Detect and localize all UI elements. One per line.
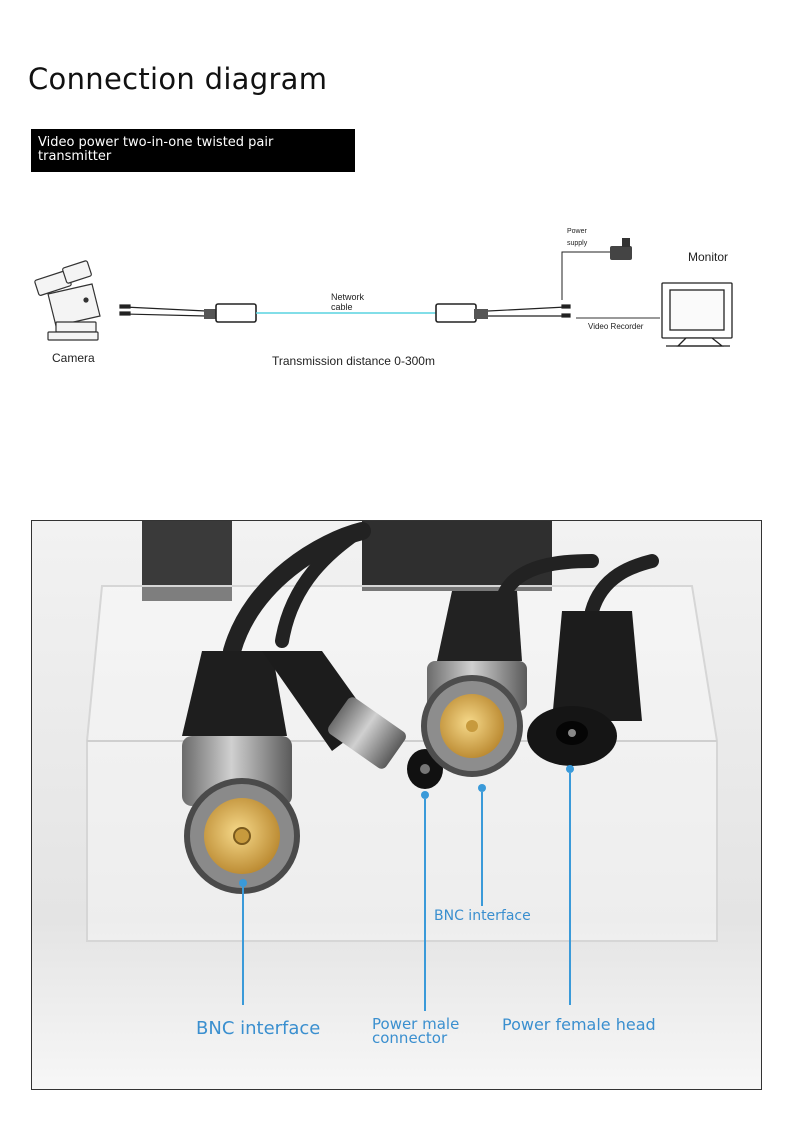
bnc-left-leader-line	[242, 887, 244, 1005]
monitor-icon	[661, 282, 733, 347]
callout-bnc-interface-left: BNC interface	[196, 1018, 321, 1039]
callout-power-male-line2: connector	[372, 1029, 448, 1047]
page-title: Connection diagram	[28, 62, 328, 96]
product-photo-panel: BNC interface BNC interface Power male c…	[31, 520, 762, 1090]
callout-power-male-line1: Power male	[372, 1015, 460, 1033]
power-supply-label-line1: Power	[567, 228, 588, 235]
power-female-leader-line	[569, 773, 571, 1005]
left-transmitter-icon	[204, 303, 257, 323]
right-pigtail-cables	[487, 304, 571, 318]
callout-bnc-interface-right: BNC interface	[434, 908, 531, 924]
power-male-leader-line	[424, 799, 426, 1011]
bnc-right-leader-line	[481, 792, 483, 906]
connection-diagram: Camera Network cable Power supply Video …	[34, 228, 733, 368]
product-title-line1: Video power two-in-one twisted pair	[38, 135, 274, 150]
power-male-marker	[421, 791, 429, 799]
network-label-line2: cable	[331, 302, 353, 312]
camera-label: Camera	[52, 351, 95, 365]
monitor-label: Monitor	[688, 250, 728, 264]
product-title-bar: Video power two-in-one twisted pair tran…	[31, 129, 355, 172]
recorder-label: Video Recorder	[588, 322, 644, 331]
distance-label: Transmission distance 0-300m	[272, 354, 435, 368]
callout-power-female-head: Power female head	[502, 1015, 656, 1034]
power-supply-label-line2: supply	[567, 240, 588, 247]
camera-icon	[34, 260, 101, 341]
bnc-right-marker	[478, 784, 486, 792]
product-title-line2: transmitter	[38, 149, 112, 164]
right-transmitter-icon	[435, 303, 488, 323]
connector-photo	[32, 521, 761, 1089]
power-female-marker	[566, 765, 574, 773]
network-label-line1: Network	[331, 292, 365, 302]
left-pigtail-cables	[119, 304, 207, 317]
power-adapter-icon	[561, 238, 632, 300]
bnc-left-marker	[239, 879, 247, 887]
